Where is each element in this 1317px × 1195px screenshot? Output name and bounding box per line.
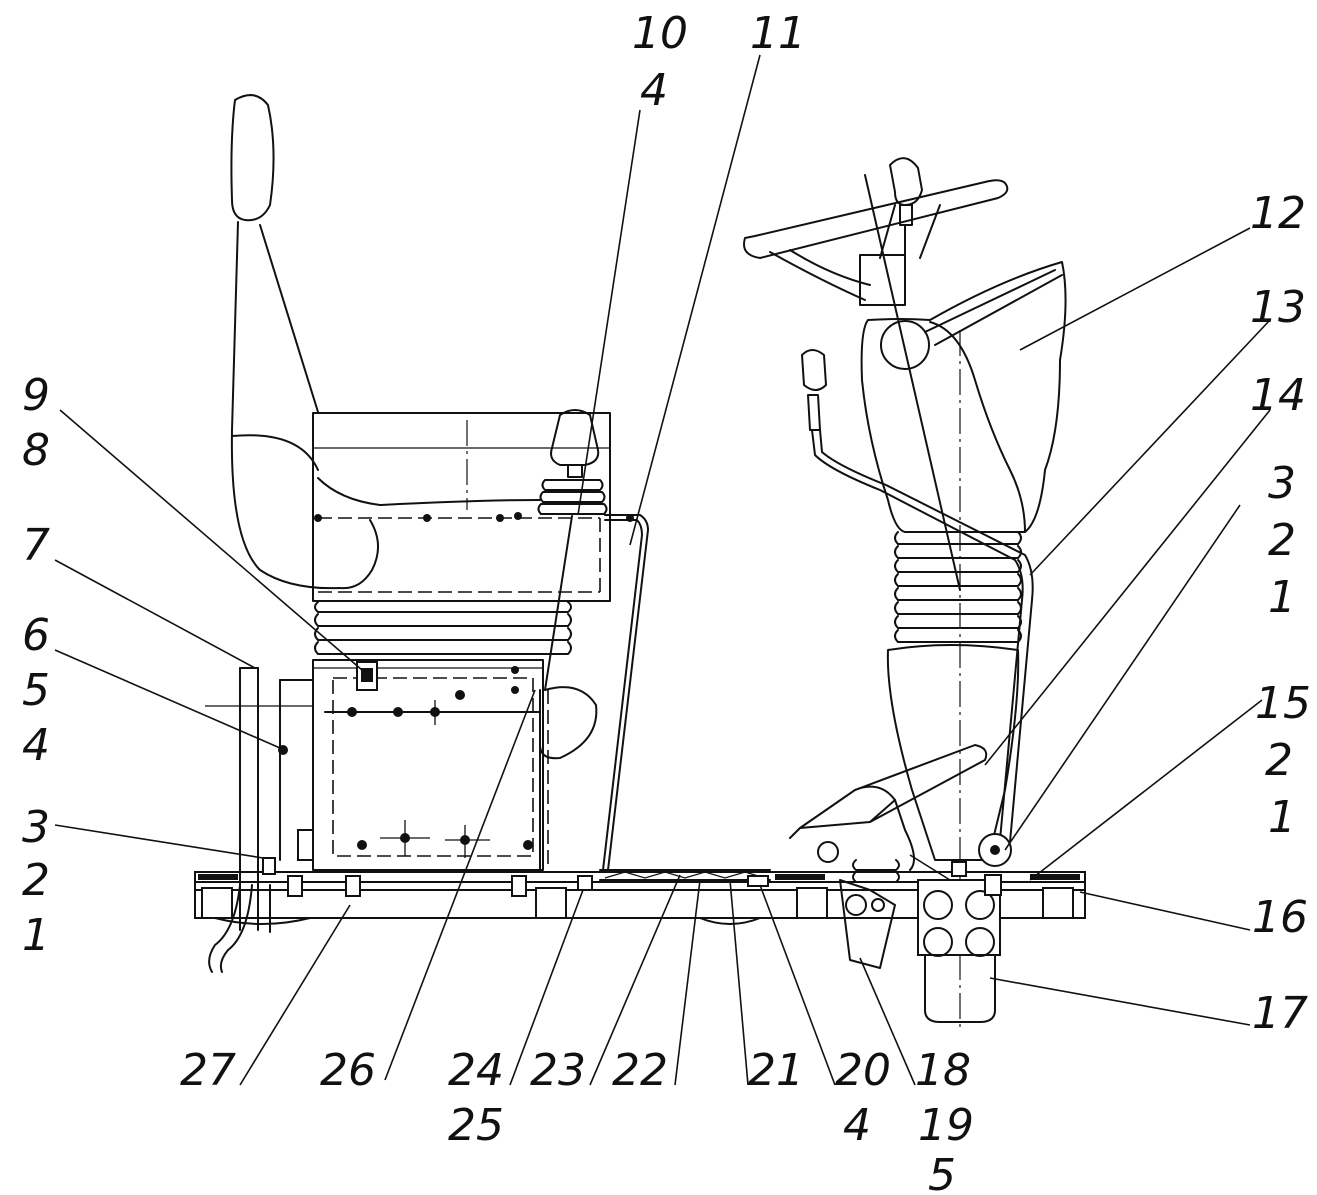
label-20: 20 [835,1045,891,1096]
label-24: 24 [448,1045,504,1096]
label-11: 11 [750,8,806,59]
label-1-left: 1 [22,910,50,961]
label-8: 8 [22,425,50,476]
label-17: 17 [1252,988,1308,1039]
label-4-left: 4 [22,720,50,771]
label-5-bottom: 5 [928,1150,956,1195]
label-2-right: 2 [1268,515,1296,566]
label-26: 26 [320,1045,376,1096]
label-21: 21 [748,1045,804,1096]
label-16: 16 [1252,892,1308,943]
operator-seat [205,94,634,933]
label-1-right: 1 [1268,572,1296,623]
steering-column [743,157,1067,1030]
label-1-right-b: 1 [1268,792,1296,843]
callout-labels: 10 4 11 12 13 14 3 2 1 15 2 1 16 17 9 8 … [22,8,1311,1195]
label-19: 19 [918,1100,974,1151]
label-25: 25 [448,1100,504,1151]
leader-lines [54,54,1271,1086]
label-15: 15 [1255,678,1311,729]
label-10: 10 [632,8,688,59]
label-2-right-b: 2 [1265,735,1293,786]
label-18: 18 [915,1045,971,1096]
label-27: 27 [180,1045,236,1096]
label-2-left: 2 [22,855,50,906]
label-22: 22 [612,1045,668,1096]
label-3-right: 3 [1268,458,1296,509]
label-4-bottom: 4 [843,1100,871,1151]
label-12: 12 [1250,188,1306,239]
label-3-left: 3 [22,802,50,853]
label-13: 13 [1250,282,1306,333]
label-9: 9 [22,370,50,421]
label-6: 6 [22,610,50,661]
label-4-top: 4 [640,65,668,116]
label-5: 5 [22,665,50,716]
label-14: 14 [1250,370,1306,421]
label-23: 23 [530,1045,586,1096]
label-7: 7 [22,520,50,571]
